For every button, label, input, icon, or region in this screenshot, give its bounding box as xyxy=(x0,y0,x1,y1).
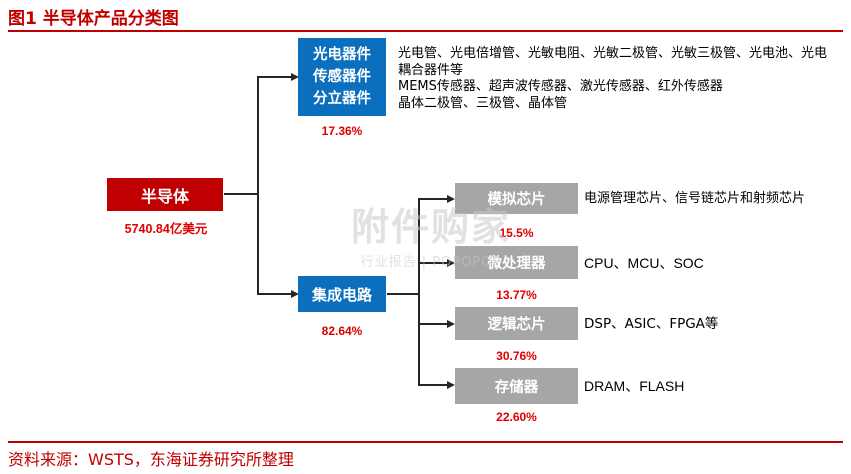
source-note: 资料来源：WSTS，东海证券研究所整理 xyxy=(8,450,294,469)
connector xyxy=(418,262,448,264)
memory-pct: 22.60% xyxy=(496,410,537,424)
connector xyxy=(257,76,291,78)
connector xyxy=(418,198,420,385)
top-rule xyxy=(8,30,843,32)
analog-description: 电源管理芯片、信号链芯片和射频芯片 xyxy=(584,191,806,206)
logic-description: DSP、ASIC、FPGA等 xyxy=(584,316,719,332)
microprocessor-description: CPU、MCU、SOC xyxy=(584,255,704,271)
connector xyxy=(418,384,448,386)
arrow xyxy=(447,259,455,267)
connector xyxy=(418,198,448,200)
opto-pct: 17.36% xyxy=(321,124,363,138)
connector xyxy=(387,293,419,295)
ic-pct: 82.64% xyxy=(321,324,363,338)
connector xyxy=(257,76,259,295)
bottom-rule xyxy=(8,441,843,443)
node-opto-sensor-discrete: 光电器件 传感器件 分立器件 xyxy=(298,38,386,116)
opto-description: 光电管、光电倍增管、光敏电阻、光敏二极管、光敏三极管、光电池、光电 耦合器件等 … xyxy=(398,46,838,112)
node-label-line: 光电器件 xyxy=(313,47,371,63)
node-label-line: 分立器件 xyxy=(313,91,371,107)
arrow xyxy=(291,290,299,298)
connector xyxy=(224,193,258,195)
node-analog-chip: 模拟芯片 xyxy=(455,183,578,214)
arrow xyxy=(447,320,455,328)
root-node-semiconductor: 半导体 xyxy=(107,178,223,211)
connector xyxy=(418,323,448,325)
connector xyxy=(257,293,291,295)
arrow xyxy=(447,195,455,203)
memory-description: DRAM、FLASH xyxy=(584,378,685,394)
logic-pct: 30.76% xyxy=(496,349,537,363)
arrow xyxy=(291,73,299,81)
desc-line: MEMS传感器、超声波传感器、激光传感器、红外传感器 xyxy=(398,79,723,94)
desc-line: 晶体二极管、三极管、晶体管 xyxy=(398,95,568,111)
figure-title: 图1 半导体产品分类图 xyxy=(8,9,179,29)
node-integrated-circuit: 集成电路 xyxy=(298,276,386,312)
node-logic-chip: 逻辑芯片 xyxy=(455,307,578,340)
node-memory: 存储器 xyxy=(455,368,578,404)
desc-line: 光电管、光电倍增管、光敏电阻、光敏二极管、光敏三极管、光电池、光电 xyxy=(398,46,828,61)
node-microprocessor: 微处理器 xyxy=(455,246,578,279)
node-label-line: 传感器件 xyxy=(313,69,371,85)
microprocessor-pct: 13.77% xyxy=(496,288,537,302)
desc-line: 耦合器件等 xyxy=(398,62,464,78)
arrow xyxy=(447,381,455,389)
analog-pct: 15.5% xyxy=(499,226,534,240)
root-value: 5740.84亿美元 xyxy=(124,222,208,236)
